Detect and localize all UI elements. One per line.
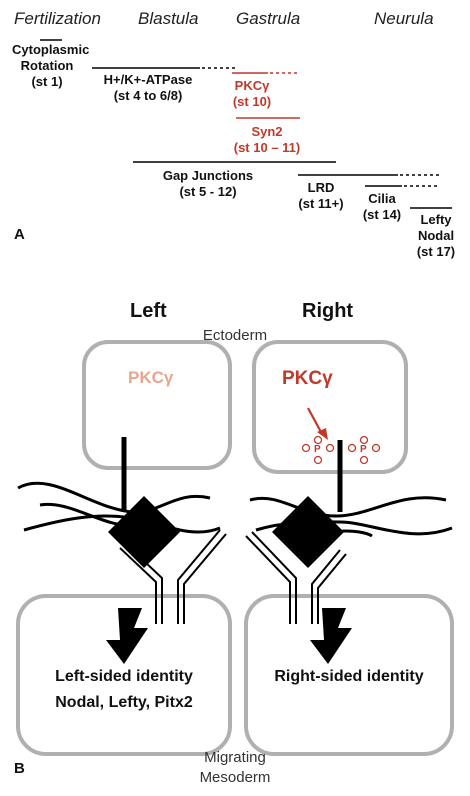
- mesoderm-label: Migrating Mesoderm: [0, 748, 470, 788]
- phosphate-p-1: P: [314, 444, 321, 455]
- right-diamond: [272, 496, 344, 568]
- right-title: Right: [302, 300, 354, 322]
- rotation-text: Rotation: [20, 58, 74, 73]
- label-lefty-nodal: Lefty Nodal (st 17): [408, 212, 464, 260]
- gap-junctions-text: Gap Junctions: [162, 168, 254, 183]
- left-diamond: [108, 496, 180, 568]
- atpase-text: H+/K+-ATPase: [103, 72, 193, 87]
- left-identity-label: Left-sided identity Nodal, Lefty, Pitx2: [18, 664, 230, 716]
- phosphate-p-2: P: [360, 444, 367, 455]
- st1-text: (st 1): [31, 74, 63, 89]
- label-pkc: PKCγ (st 10): [222, 78, 282, 110]
- panel-a-label: A: [14, 226, 25, 243]
- pkc-arrow: [307, 407, 328, 440]
- stage-neurula: Neurula: [374, 9, 434, 28]
- stage-gastrula: Gastrula: [236, 9, 301, 28]
- phosphate-groups: [301, 435, 381, 465]
- left-identity-title: Left-sided identity: [55, 668, 193, 685]
- right-identity-label: Right-sided identity: [274, 668, 424, 685]
- lefty-text: Lefty: [420, 212, 452, 227]
- lrd-text: LRD: [307, 180, 335, 195]
- right-signal-arrow: [310, 608, 352, 664]
- label-syn2: Syn2 (st 10 – 11): [224, 124, 310, 156]
- pkc-text: PKCγ: [234, 78, 270, 93]
- left-identity-genes: Nodal, Lefty, Pitx2: [55, 694, 193, 711]
- nodal-text: Nodal: [417, 228, 455, 243]
- label-cilia: Cilia (st 14): [356, 191, 408, 223]
- right-mesoderm-cell: [244, 594, 454, 756]
- right-fiber-1: [249, 496, 447, 518]
- label-cytoplasmic-rotation: Cytoplasmic Rotation (st 1): [12, 42, 90, 90]
- right-ectoderm-cell: [252, 340, 408, 474]
- diamonds: [108, 496, 344, 568]
- stage-fertilization: Fertilization: [14, 9, 101, 28]
- pkc-stage-text: (st 10): [232, 94, 272, 109]
- label-gap-junctions: Gap Junctions (st 5 - 12): [150, 168, 266, 200]
- signal-arrows: [106, 608, 352, 664]
- panel-b-label: B: [14, 760, 25, 777]
- label-atpase: H+/K+-ATPase (st 4 to 6/8): [88, 72, 208, 104]
- ectoderm-label: Ectoderm: [202, 327, 268, 344]
- left-fiber-1: [17, 481, 211, 514]
- atpase-stage-text: (st 4 to 6/8): [113, 88, 183, 103]
- syn2-text: Syn2: [251, 124, 283, 139]
- cytoplasmic-text: Cytoplasmic: [12, 42, 90, 57]
- pkc-right-label: PKCγ: [282, 368, 333, 389]
- cilia-stage-text: (st 14): [362, 207, 402, 222]
- st17-text: (st 17): [416, 244, 456, 259]
- left-connectors: [119, 529, 227, 624]
- left-mesoderm-cell: [16, 594, 232, 756]
- mesoderm-text: Mesoderm: [199, 769, 271, 786]
- gap-junctions-stage-text: (st 5 - 12): [179, 184, 237, 199]
- fibers: [17, 481, 453, 542]
- pkc-left-label: PKCγ: [128, 368, 174, 387]
- left-ectoderm-cell: [82, 340, 232, 470]
- syn2-stage-text: (st 10 – 11): [233, 140, 301, 155]
- left-title: Left: [130, 300, 167, 322]
- cilia-text: Cilia: [368, 191, 396, 206]
- migrating-text: Migrating: [204, 749, 266, 766]
- stage-blastula: Blastula: [138, 9, 199, 28]
- right-connectors: [245, 531, 347, 624]
- label-lrd: LRD (st 11+): [291, 180, 351, 212]
- lrd-stage-text: (st 11+): [298, 196, 344, 211]
- left-signal-arrow: [106, 608, 148, 664]
